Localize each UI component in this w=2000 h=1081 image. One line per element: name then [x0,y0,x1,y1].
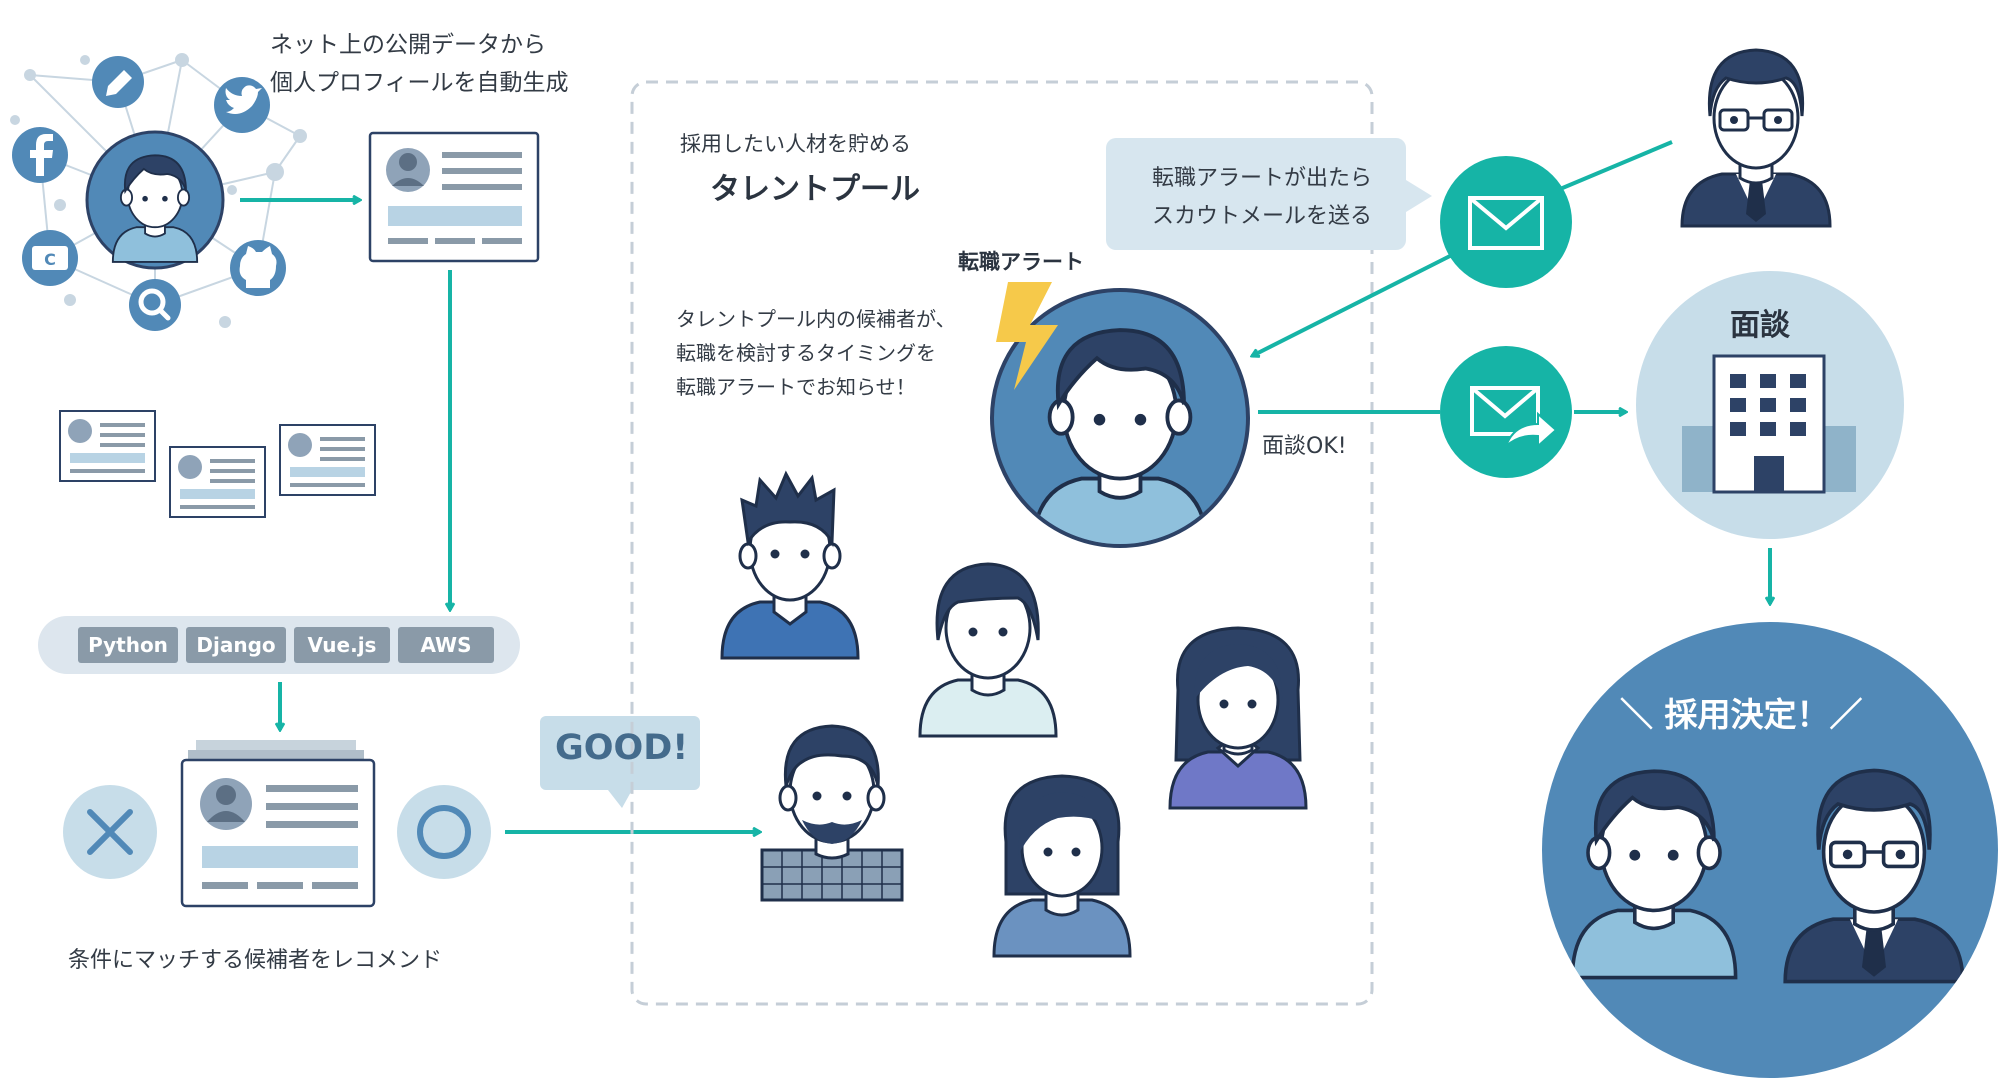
recruiter-person [1680,48,1832,228]
lightning-icon [996,282,1058,390]
pool-desc-line2: 転職を検討するタイミングを [676,341,936,365]
edit-icon [92,56,144,108]
pool-candidate-3 [1168,626,1308,810]
auto-profile-line2: 個人プロフィールを自動生成 [270,70,569,96]
skill-tag-django: Django [186,627,286,663]
social-network-cluster: C [10,53,307,331]
pool-candidate-1 [720,470,860,660]
skill-tag-vuejs: Vue.js [294,627,390,663]
pool-candidate-4 [760,724,904,902]
profile-card-generated [368,131,540,263]
interview-label: 面談 [1730,308,1790,343]
reject-icon[interactable] [63,785,157,879]
scout-speech-bubble [1106,138,1432,250]
hired-circle [1542,622,1998,1078]
auto-profile-caption: ネット上の公開データから 個人プロフィールを自動生成 [270,26,569,102]
pool-candidate-5 [992,774,1132,958]
pool-desc-line3: 転職アラートでお知らせ！ [676,375,916,399]
hired-label: ＼ 採用決定！／ [1620,695,1863,734]
facebook-icon [12,127,68,183]
twitter-icon [214,77,270,133]
search-icon [129,279,181,331]
pool-desc-line1: タレントプール内の候補者が、 [676,307,956,331]
interview-circle [1636,271,1904,539]
coupon-icon: C [22,230,78,286]
mail-reply-icon[interactable] [1440,346,1572,478]
talent-pool-box [630,80,1374,1006]
recommend-card [180,740,376,908]
pool-candidate-2 [918,562,1058,738]
alert-label: 転職アラート [958,250,1084,274]
skill-tag-python: Python [78,627,178,663]
mail-icon[interactable] [1440,156,1572,288]
speech-text: 転職アラートが出たら スカウトメールを送る [1132,160,1392,236]
pool-subtitle: 採用したい人材を貯める [680,132,911,156]
building-icon [1682,354,1856,494]
pool-description: タレントプール内の候補者が、 転職を検討するタイミングを 転職アラートでお知らせ… [676,302,956,404]
speech-line2: スカウトメールを送る [1151,204,1372,229]
svg-text:C: C [44,250,56,269]
interview-ok-label: 面談OK! [1262,434,1347,459]
small-profile-cards [59,410,376,518]
accept-icon[interactable] [397,785,491,879]
good-label: GOOD! [555,728,689,768]
skill-tag-aws: AWS [398,627,494,663]
github-icon [230,240,286,296]
speech-line1: 転職アラートが出たら [1151,166,1372,191]
pool-title: タレントプール [710,172,920,207]
recommend-caption: 条件にマッチする候補者をレコメンド [68,948,443,973]
auto-profile-line1: ネット上の公開データから [270,32,546,58]
alert-candidate [990,288,1250,548]
good-bubble [540,716,700,808]
